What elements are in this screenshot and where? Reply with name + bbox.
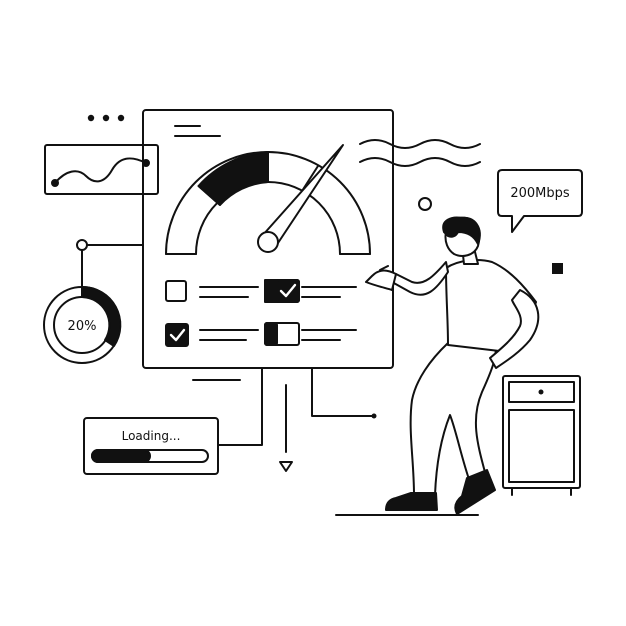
checkbox-checked[interactable]	[165, 323, 189, 347]
toggle-switch-checked[interactable]	[264, 279, 300, 303]
speech-bubble: 200Mbps	[497, 169, 583, 233]
toggle-switch-off[interactable]	[264, 322, 300, 346]
speech-bubble-text: 200Mbps	[510, 186, 570, 201]
loading-label: Loading...	[122, 429, 181, 443]
person-figure	[365, 216, 540, 515]
checklist	[165, 279, 357, 347]
small-circle-decoration	[418, 197, 432, 211]
speedometer-gauge	[165, 144, 371, 255]
speedometer-needle	[257, 144, 344, 253]
loading-panel: Loading...	[83, 417, 219, 475]
progress-ring-label: 20%	[68, 319, 97, 334]
connector-node	[76, 239, 144, 288]
wave-lines	[359, 139, 481, 167]
checkbox-empty[interactable]	[165, 280, 187, 302]
dashboard-panel	[142, 109, 394, 369]
connector-lines	[192, 367, 377, 472]
ellipsis-dots-icon	[87, 114, 125, 122]
mini-line-chart-card	[44, 144, 159, 195]
small-square-decoration	[552, 263, 563, 274]
server-cabinet	[502, 375, 581, 496]
loading-progress-bar	[91, 449, 209, 463]
progress-ring: 20%	[43, 285, 122, 364]
